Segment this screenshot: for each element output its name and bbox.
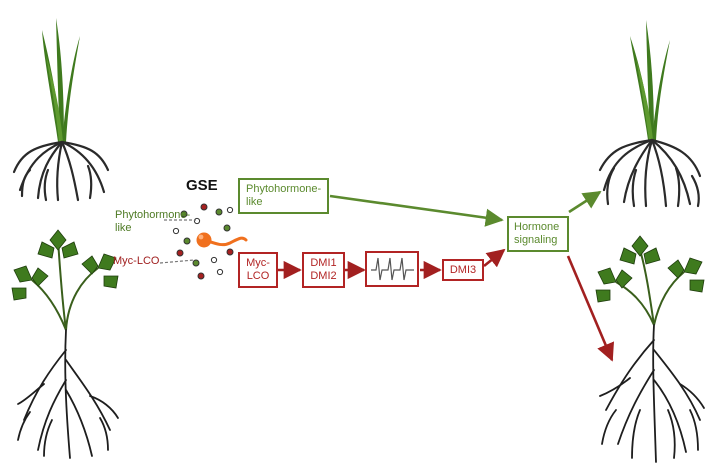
- signal-molecule-dots: [172, 203, 234, 280]
- arrow-dmi3-to-hormone: [483, 248, 506, 268]
- dmi12-box-line-1: DMI1: [310, 257, 337, 269]
- phytohormone-box-line-2: like: [246, 196, 263, 208]
- grass-plant-icon-left: [12, 18, 110, 202]
- hormone-signaling-box: Hormone signaling: [507, 216, 569, 252]
- myc-lco-box: Myc- LCO: [238, 252, 278, 288]
- myc-lco-dash-connector: [159, 259, 195, 264]
- fungal-spore-icon: [196, 232, 248, 248]
- myc-lco-box-line-1: Myc-: [246, 257, 270, 269]
- arrow-phytohormone-to-hormone: [329, 194, 504, 227]
- phytohormone-box: Phytohormone- like: [238, 178, 329, 214]
- phytohormone-side-label: Phytohormone- like: [115, 209, 190, 235]
- dmi3-box-label: DMI3: [449, 264, 477, 276]
- grass-plant-icon-right: [598, 20, 702, 208]
- hormone-box-line-1: Hormone: [514, 221, 560, 233]
- arrow-hormone-to-legume: [566, 255, 614, 362]
- phytohormone-side-line-1: Phytohormone-: [115, 209, 191, 221]
- gse-label: GSE: [186, 177, 218, 194]
- myc-lco-box-line-2: LCO: [246, 270, 270, 282]
- hormone-box-line-2: signaling: [514, 234, 558, 246]
- myc-lco-side-label: Myc-LCO: [113, 255, 160, 267]
- phytohormone-side-line-2: like: [115, 222, 132, 234]
- legume-plant-icon-left: [11, 229, 119, 459]
- arrow-hormone-to-grass: [568, 190, 602, 214]
- legume-plant-icon-right: [595, 235, 705, 463]
- phytohormone-box-line-1: Phytohormone-: [246, 183, 322, 195]
- dmi12-box: DMI1 DMI2: [302, 252, 345, 288]
- calcium-spiking-icon: [365, 251, 419, 287]
- dmi12-box-line-2: DMI2: [310, 270, 337, 282]
- dmi3-box: DMI3: [442, 259, 484, 281]
